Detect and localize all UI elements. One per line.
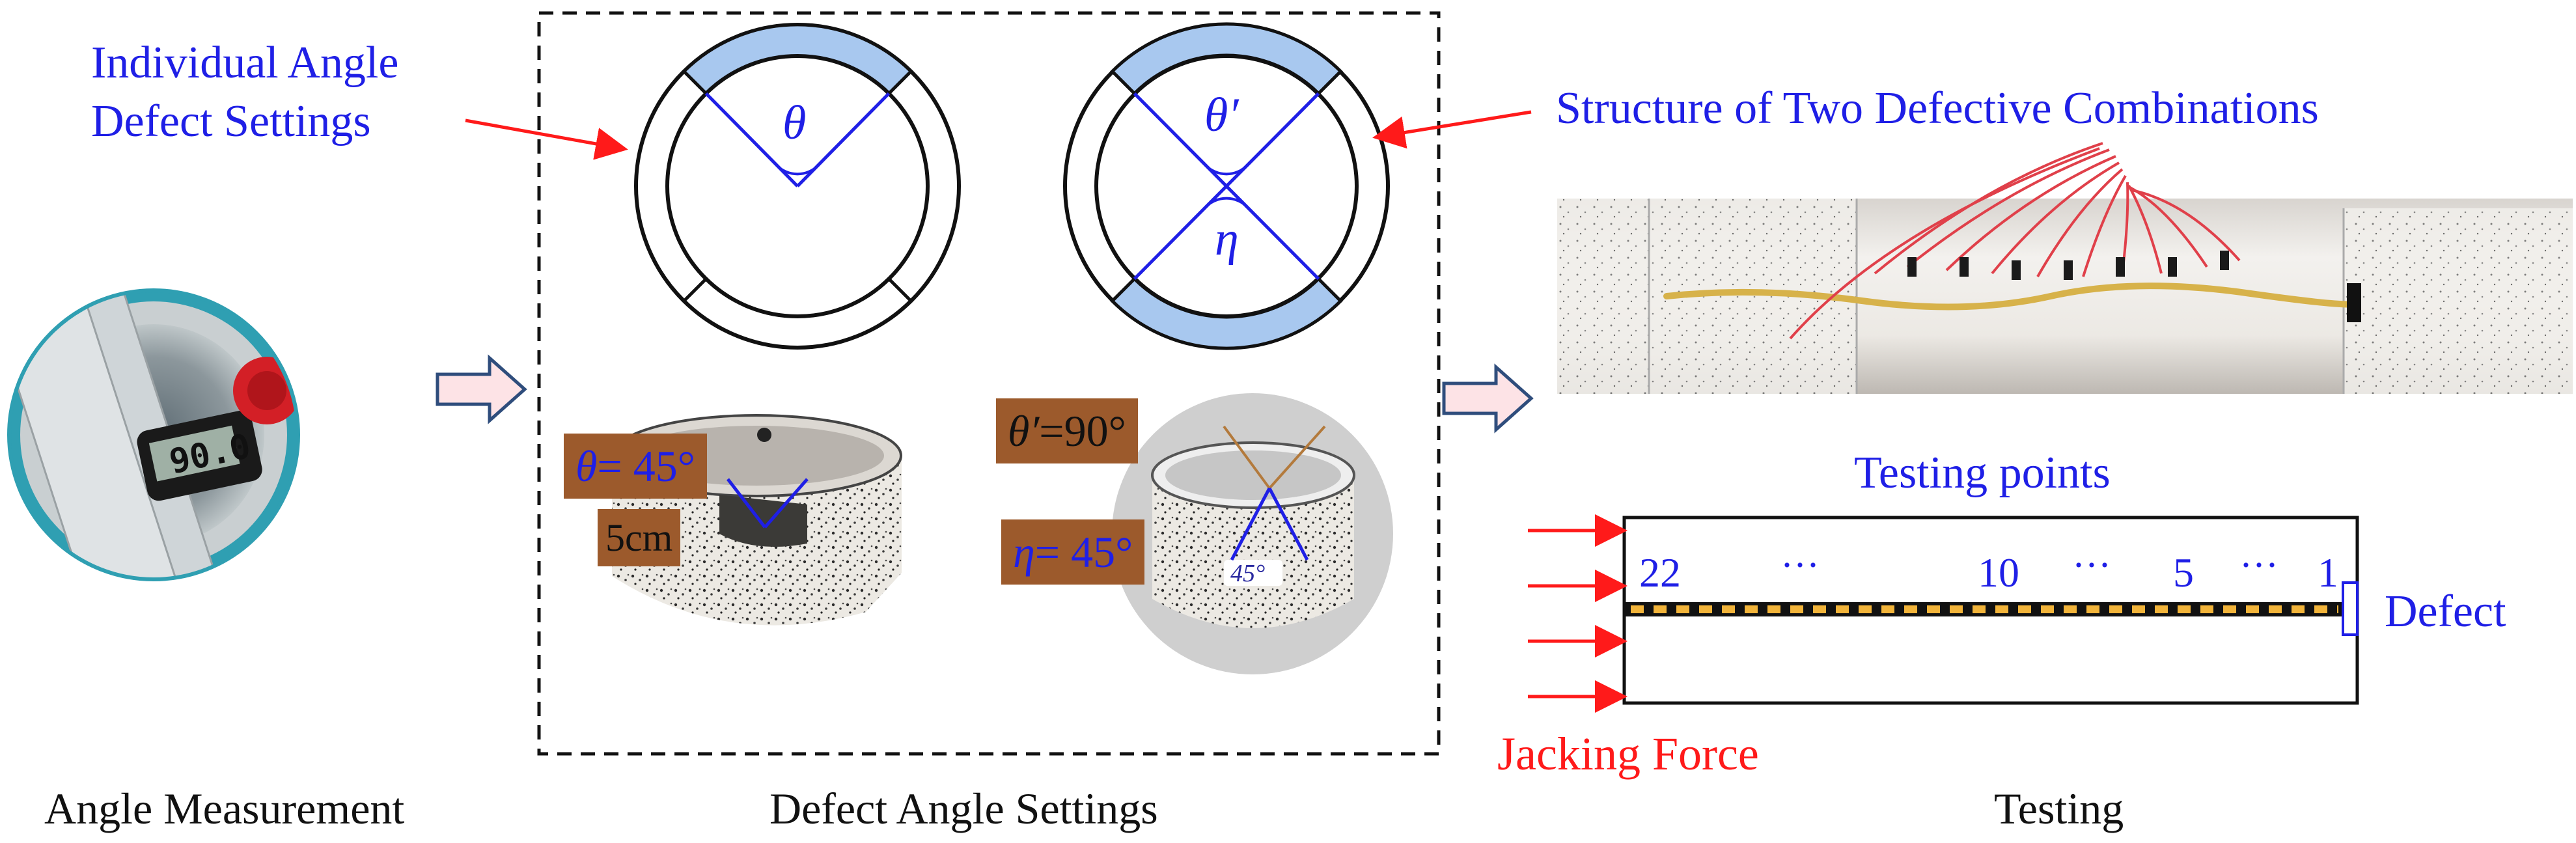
- testing-point-22: 22: [1639, 552, 1681, 594]
- theta-45-label: θ= 45°: [564, 434, 707, 499]
- theta-label-symbol: θ: [575, 441, 597, 491]
- testing-point-5: 5: [2173, 552, 2194, 594]
- right-block-arrow-icon: [437, 358, 525, 421]
- eta-label-value: = 45°: [1035, 527, 1133, 577]
- double-defect-ring-diagram: [1065, 24, 1388, 348]
- ring1-theta-symbol: θ: [782, 99, 806, 147]
- individual-angle-annotation-line1: Individual Angle: [91, 40, 398, 86]
- theta-prime-label-symbol: θ′: [1008, 406, 1039, 456]
- single-defect-ring-diagram: [636, 25, 959, 348]
- testing-point-dots-2: ···: [2072, 546, 2111, 585]
- defect-label: Defect: [2385, 589, 2506, 635]
- eta-label-symbol: η: [1013, 527, 1035, 577]
- caption-testing: Testing: [1994, 786, 2124, 831]
- jacking-force-label: Jacking Force: [1497, 730, 1759, 777]
- right-block-arrow-icon: [1444, 367, 1531, 430]
- testing-point-1: 1: [2318, 552, 2338, 594]
- ring2-theta-prime-symbol: θ′: [1204, 91, 1239, 139]
- angle-measurement-photo: [0, 240, 312, 626]
- testing-point-10: 10: [1978, 552, 2019, 594]
- defect-marker: [2343, 583, 2357, 635]
- instrumented-pipe-photo: [1557, 143, 2573, 394]
- individual-angle-annotation-line2: Defect Settings: [91, 99, 371, 145]
- theta-prime-90-label: θ′=90°: [996, 398, 1138, 463]
- two-defective-annotation: Structure of Two Defective Combinations: [1556, 86, 2319, 131]
- testing-schematic: [1528, 518, 2357, 703]
- caption-angle-measurement: Angle Measurement: [44, 786, 404, 831]
- ring2-eta-symbol: η: [1215, 215, 1239, 263]
- theta-prime-label-value: =90°: [1039, 406, 1126, 456]
- caption-defect-angle-settings: Defect Angle Settings: [769, 786, 1158, 831]
- red-pointer-arrow-icon: [465, 120, 622, 148]
- size-5cm-label: 5cm: [598, 509, 680, 566]
- red-pointer-arrow-icon: [1379, 112, 1531, 137]
- testing-point-dots-1: ···: [1780, 546, 1820, 585]
- eta-45-label: η= 45°: [1001, 519, 1144, 585]
- theta-label-value: = 45°: [597, 441, 695, 491]
- double-defect-sample-photo: [1112, 393, 1393, 674]
- testing-points-label: Testing points: [1854, 450, 2111, 496]
- testing-point-dots-3: ···: [2239, 546, 2278, 585]
- tape-note: 45°: [1230, 561, 1265, 586]
